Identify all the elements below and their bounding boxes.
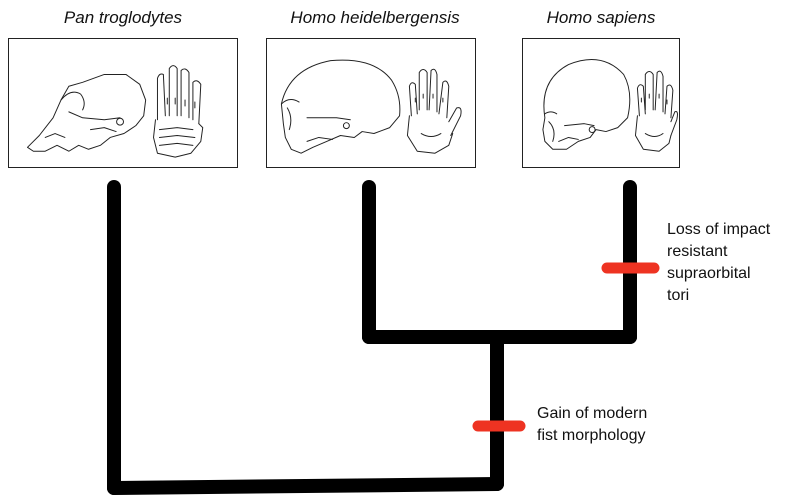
loss-annotation-line-2: resistant [667,241,770,263]
branch-basal-connector [114,484,497,488]
loss-supraorbital-tori-annotation: Loss of impact resistant supraorbital to… [667,219,770,307]
loss-annotation-line-3: supraorbital [667,263,770,285]
gain-annotation-line-2: fist morphology [537,425,647,447]
loss-annotation-line-4: tori [667,285,770,307]
loss-annotation-line-1: Loss of impact [667,219,770,241]
gain-fist-morphology-annotation: Gain of modern fist morphology [537,403,647,447]
gain-annotation-line-1: Gain of modern [537,403,647,425]
